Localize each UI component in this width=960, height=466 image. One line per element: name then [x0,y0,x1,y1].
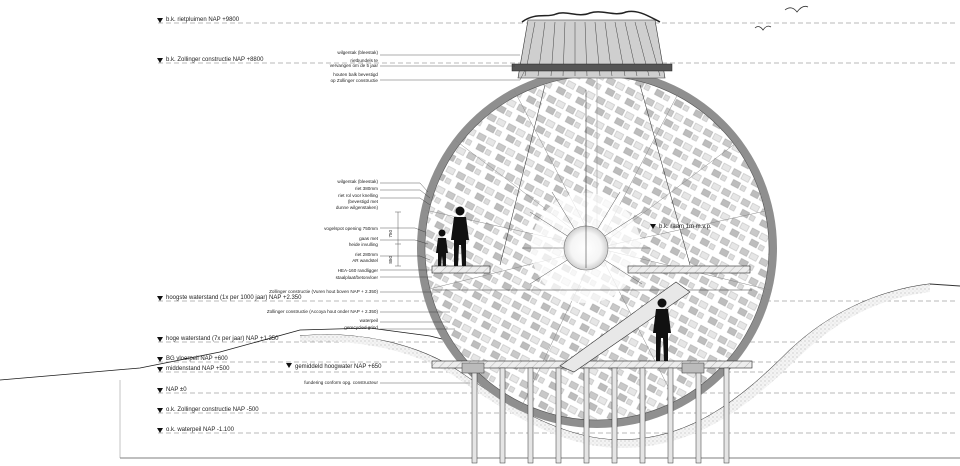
level-zollinger-top: b.k. Zollinger constructie NAP +8800 [166,57,264,63]
note-ar-wandstel: AR wandstel [352,258,378,263]
note-gaas-2: heide invulling [349,242,379,247]
level-gemiddeld-hoogwater: gemiddeld hoogwater NAP +650 [295,364,382,370]
level-hoogste-waterstand: hoogste waterstand (1x per 1000 jaar) NA… [166,295,302,301]
level-hoge-waterstand: hoge waterstand (7x per jaar) NAP +1.350 [166,336,279,342]
people [436,206,671,361]
reed-globe [417,68,777,428]
note-gaas-1: gaas met [359,236,379,241]
bird-icon [754,25,772,31]
note-rietbundels-1: rietbundels te [350,58,378,63]
note-wilgentak-mid: wilgentak (bleestak) [337,179,378,184]
bird-icon [784,5,809,13]
level-markers [157,18,656,433]
note-riet-380: riet 380mm [355,186,378,191]
floors [431,265,753,369]
level-bg-vloerpeil: BG vloerpeil NAP +600 [166,356,228,362]
note-wilgentak-top: wilgentak (bleestak) [337,50,378,55]
foundation-piles [461,362,730,464]
terrain [0,283,960,459]
note-riet-rol-2: (bevestigd met [348,199,379,204]
birds [754,5,809,31]
note-riet-rol-3: dunne wilgenstaken) [336,205,379,210]
reed-crown [511,10,673,79]
note-gerecycled: gerecycled grind [344,325,378,330]
floor-left [431,265,491,274]
note-rietbundels-2: vervangen om de 5 jaar [330,63,379,68]
annotations: wilgentak (bleestak) rietbundels te verv… [267,50,393,385]
level-middenstand: middenstand NAP +500 [166,366,230,372]
note-riet-rol-1: riet rol voor knelling [338,193,378,198]
stair [559,281,691,373]
person-child [436,229,448,266]
note-fundering: fundering conform opg. constructeur [304,380,378,385]
level-raam: b.k. raam 1m m.v.p. [659,224,712,230]
note-vogelspot: vogelspot opening 750mm [324,226,378,231]
ground-floor [431,360,753,369]
level-nap-zero: NAP ±0 [166,387,187,393]
note-waterpeil: waterpeil [360,318,378,323]
note-zollinger-vuren: Zollinger constructie (Vuren hout boven … [269,289,378,294]
person-adult [451,206,469,266]
person-ground [653,298,671,361]
note-balk-1: houten balk bevestigd [333,72,378,77]
level-zollinger-bottom: o.k. Zollinger constructie NAP -500 [166,407,259,413]
note-zollinger-accoya: Zollinger constructie (Accoya hout onder… [267,309,379,314]
leader-lines [380,54,526,384]
note-riet-280: riet 280mm [355,252,378,257]
level-lines [158,22,955,434]
note-hea: HEA-160 randligger [338,268,379,273]
level-labels: b.k. rietpluimen NAP +9800 b.k. Zollinge… [166,17,712,433]
level-waterpeil: o.k. waterpeil NAP -1.100 [166,427,235,433]
floor-right [627,265,751,274]
dimension-750: 750 [388,230,393,238]
note-staal: staalplaat/betonvloer [336,275,379,280]
dimension-850: 850 [388,256,393,264]
note-balk-2: op Zollinger constructie [331,78,379,83]
level-rietpluimen: b.k. rietpluimen NAP +9800 [166,17,240,23]
